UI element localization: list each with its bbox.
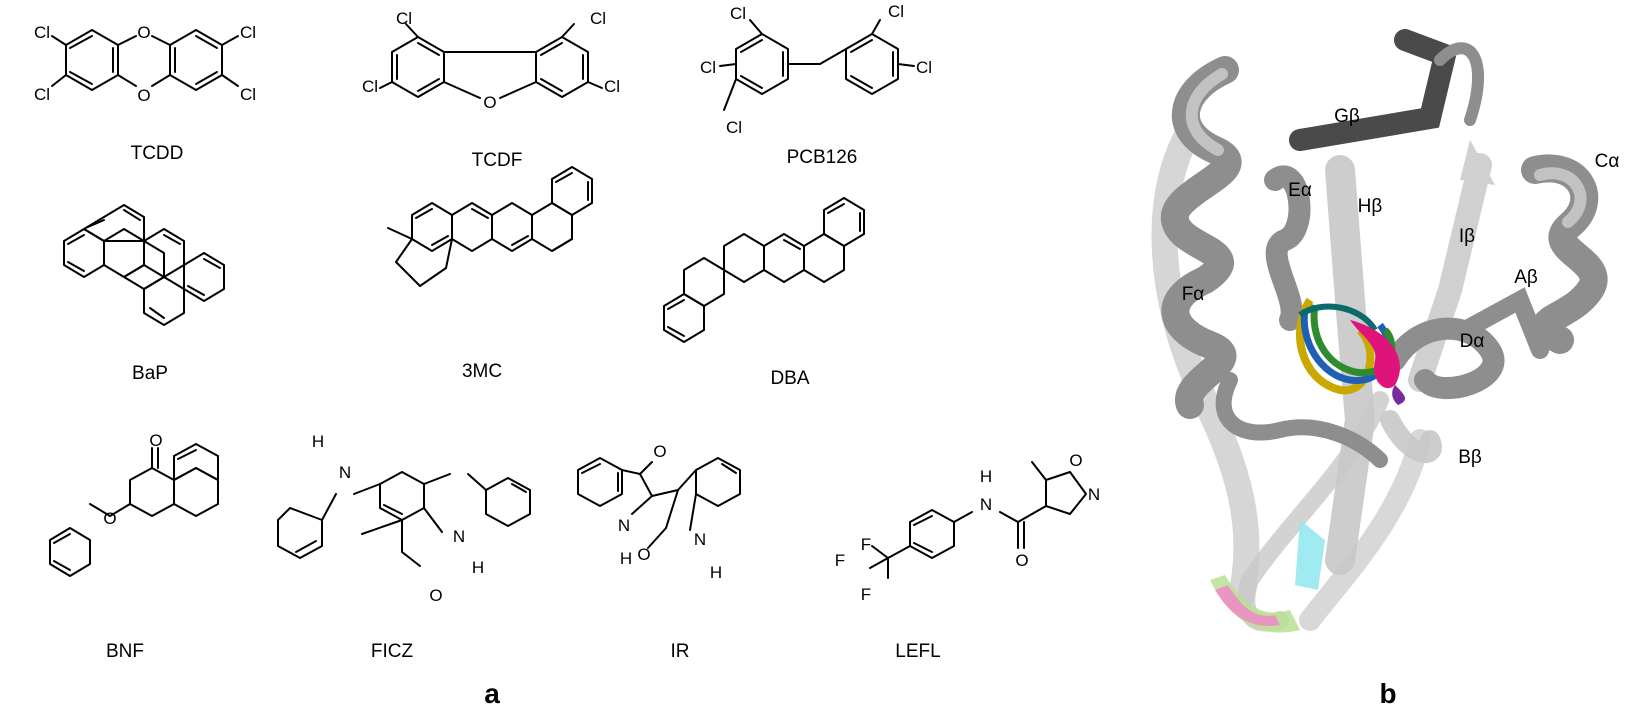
compound-name: TCDD: [131, 143, 184, 164]
label-c-alpha: Cα: [1595, 151, 1620, 172]
compound-name: TCDF: [472, 150, 523, 171]
compound-name: FICZ: [371, 641, 414, 662]
label-h-beta: Hβ: [1358, 196, 1383, 217]
bnf-structure: [49, 443, 219, 577]
atom-label: O: [1069, 451, 1082, 470]
tcdd-structure: [51, 29, 239, 91]
compound-name: IR: [671, 641, 690, 662]
atom-label: Cl: [604, 77, 620, 96]
3mc-structure: [387, 166, 593, 287]
atom-label: O: [1015, 551, 1028, 570]
lefl-structure: [869, 461, 1087, 579]
compound-tcdf: O Cl Cl Cl Cl TCDF: [362, 9, 620, 171]
compound-ir: O N H O N H IR: [577, 442, 741, 662]
panel-a: O O Cl Cl Cl Cl TCDD O Cl Cl Cl: [34, 2, 1100, 708]
atom-label: F: [861, 585, 871, 604]
atom-label: O: [483, 93, 496, 112]
ir-structure: [577, 457, 741, 549]
atom-label: O: [137, 86, 150, 105]
atom-label: Cl: [240, 85, 256, 104]
atom-label: H: [980, 467, 992, 486]
compound-name: BaP: [132, 363, 168, 384]
protein-structure: [1151, 29, 1608, 633]
atom-label: Cl: [916, 58, 932, 77]
atom-label: N: [694, 530, 706, 549]
compound-tcdd: O O Cl Cl Cl Cl TCDD: [34, 23, 256, 164]
atom-label: Cl: [590, 9, 606, 28]
atom-label: H: [472, 558, 484, 577]
atom-label: N: [618, 516, 630, 535]
atom-label: Cl: [34, 23, 50, 42]
atom-label: Cl: [396, 9, 412, 28]
atom-label: Cl: [726, 118, 742, 137]
atom-label: O: [653, 442, 666, 461]
label-f-alpha: Fα: [1182, 284, 1205, 305]
atom-label: H: [710, 563, 722, 582]
atom-label: Cl: [34, 85, 50, 104]
label-g-beta: Gβ: [1334, 106, 1360, 127]
atom-label: F: [835, 551, 845, 570]
atom-label: N: [453, 527, 465, 546]
compound-pcb126: Cl Cl Cl Cl Cl PCB126: [700, 2, 932, 168]
atom-label: N: [980, 495, 992, 514]
atom-label: Cl: [240, 23, 256, 42]
compound-lefl: H N O N O F F F LEFL: [835, 451, 1100, 662]
tcdf-structure: [379, 23, 603, 99]
compound-name: LEFL: [895, 641, 940, 662]
compound-bap: BaP: [63, 204, 225, 384]
compound-name: DBA: [770, 368, 809, 389]
atom-label: Cl: [730, 4, 746, 23]
panel-b: Gβ Cα Eα Hβ Iβ Fα Aβ Dα Bβ b: [1151, 29, 1620, 708]
compound-ficz: H N N H O FICZ: [277, 432, 531, 662]
atom-label: O: [137, 23, 150, 42]
atom-label: Cl: [700, 58, 716, 77]
label-b-beta: Bβ: [1458, 447, 1482, 468]
atom-label: O: [637, 545, 650, 564]
compound-dba: DBA: [663, 197, 865, 389]
compound-bnf: O O BNF: [49, 431, 219, 662]
label-a-beta: Aβ: [1514, 267, 1538, 288]
compound-name: BNF: [106, 641, 144, 662]
bap-structure: [63, 204, 225, 326]
ficz-structure: [277, 471, 531, 567]
atom-label: N: [339, 463, 351, 482]
compound-3mc: 3MC: [387, 166, 593, 382]
pcb126-structure: [719, 19, 915, 111]
atom-label: H: [620, 549, 632, 568]
panel-b-label: b: [1379, 678, 1396, 708]
atom-label: O: [103, 509, 116, 528]
atom-label: Cl: [362, 77, 378, 96]
label-i-beta: Iβ: [1459, 226, 1475, 247]
atom-label: O: [149, 431, 162, 450]
panel-a-label: a: [484, 678, 500, 708]
compound-name: PCB126: [787, 147, 858, 168]
compound-name: 3MC: [462, 361, 502, 382]
label-e-alpha: Eα: [1288, 180, 1312, 201]
atom-label: H: [312, 432, 324, 451]
label-d-alpha: Dα: [1460, 331, 1485, 352]
atom-label: O: [429, 586, 442, 605]
atom-label: Cl: [888, 2, 904, 21]
atom-label: F: [861, 535, 871, 554]
atom-label: N: [1088, 485, 1100, 504]
dba-structure: [663, 197, 865, 343]
